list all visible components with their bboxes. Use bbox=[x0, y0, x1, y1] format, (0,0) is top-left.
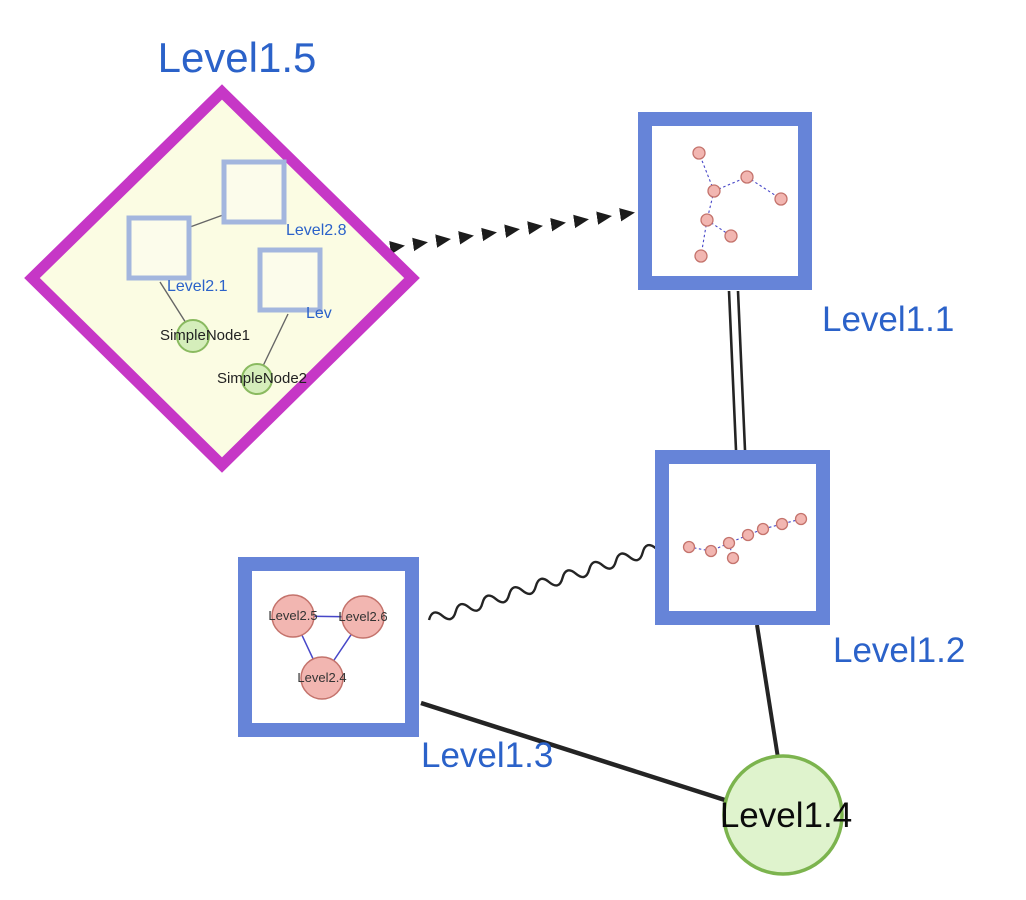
label-level1_1: Level1.1 bbox=[822, 300, 954, 339]
edge-level1_2-to-level1_4[interactable] bbox=[755, 624, 780, 759]
node-level1_3[interactable] bbox=[238, 557, 419, 737]
edges-layer bbox=[389, 208, 780, 804]
node-simplenode2[interactable] bbox=[241, 363, 273, 395]
edge-level2_8-to-level2_1[interactable] bbox=[189, 214, 224, 228]
node-level1_2-group bbox=[655, 450, 830, 625]
graph-node[interactable] bbox=[726, 551, 740, 565]
label-level2_4: Level2.4 bbox=[297, 670, 346, 685]
graph-node[interactable] bbox=[756, 522, 770, 536]
label-simplenode2: SimpleNode2 bbox=[217, 370, 307, 387]
label-level2_8: Level2.8 bbox=[286, 222, 347, 239]
label-level2_5: Level2.5 bbox=[268, 608, 317, 623]
edge-level1_3-to-level1_2-group bbox=[427, 543, 657, 625]
graph-node[interactable] bbox=[704, 544, 718, 558]
node-level2_5[interactable] bbox=[271, 594, 315, 638]
label-level2_x: Lev bbox=[306, 305, 332, 322]
label-level2_1: Level2.1 bbox=[167, 278, 228, 295]
node-level2_1[interactable] bbox=[126, 215, 192, 281]
node-simplenode1[interactable] bbox=[176, 319, 210, 353]
node-level2_4[interactable] bbox=[300, 656, 344, 700]
graph-node[interactable] bbox=[740, 170, 754, 184]
edge-level1_5-to-level1_1[interactable] bbox=[389, 208, 635, 255]
label-level1_5: Level1.5 bbox=[158, 34, 317, 81]
label-level2_6: Level2.6 bbox=[338, 609, 387, 624]
node-level1_4[interactable] bbox=[722, 754, 844, 876]
node-level2_6[interactable] bbox=[341, 595, 385, 639]
graph-node[interactable] bbox=[724, 229, 738, 243]
graph-node[interactable] bbox=[794, 512, 808, 526]
graph-node[interactable] bbox=[774, 192, 788, 206]
graph-node[interactable] bbox=[682, 540, 696, 554]
edge-level1_3-to-level1_4[interactable] bbox=[420, 700, 729, 804]
label-simplenode1: SimpleNode1 bbox=[160, 327, 250, 344]
label-level1_4: Level1.4 bbox=[720, 796, 852, 835]
graph-node[interactable] bbox=[707, 184, 721, 198]
edge-level2_1-to-simplenode1[interactable] bbox=[159, 281, 187, 324]
node-level2_x[interactable] bbox=[257, 247, 323, 313]
edge-level2_x-to-simplenode2[interactable] bbox=[262, 313, 289, 367]
node-level1_3-group: Level2.5 Level2.6 Level2.4 bbox=[238, 557, 419, 737]
graph-node[interactable] bbox=[694, 249, 708, 263]
label-level1_2: Level1.2 bbox=[833, 631, 965, 670]
node-level1_5-group: Level2.8 Level2.1 Lev SimpleNode1 Simple… bbox=[24, 84, 420, 473]
edge-level1_1-to-level1_2[interactable] bbox=[727, 290, 747, 451]
graph-node[interactable] bbox=[775, 517, 789, 531]
graph-edges-level1_1[interactable] bbox=[698, 152, 782, 257]
node-level1_5-diamond[interactable] bbox=[24, 84, 420, 473]
edge-level1_3-to-level1_2[interactable] bbox=[427, 543, 657, 625]
graph-node[interactable] bbox=[692, 146, 706, 160]
node-level1_4-group: Level1.4 bbox=[720, 754, 852, 876]
label-level1_3: Level1.3 bbox=[421, 736, 553, 775]
graph-edges-level1_3[interactable] bbox=[291, 615, 365, 680]
graph-node[interactable] bbox=[722, 536, 736, 550]
node-level1_1-group bbox=[638, 112, 812, 290]
node-level2_8[interactable] bbox=[221, 159, 287, 225]
graph-node[interactable] bbox=[741, 528, 755, 542]
graph-node[interactable] bbox=[700, 213, 714, 227]
node-level1_1[interactable] bbox=[638, 112, 812, 290]
